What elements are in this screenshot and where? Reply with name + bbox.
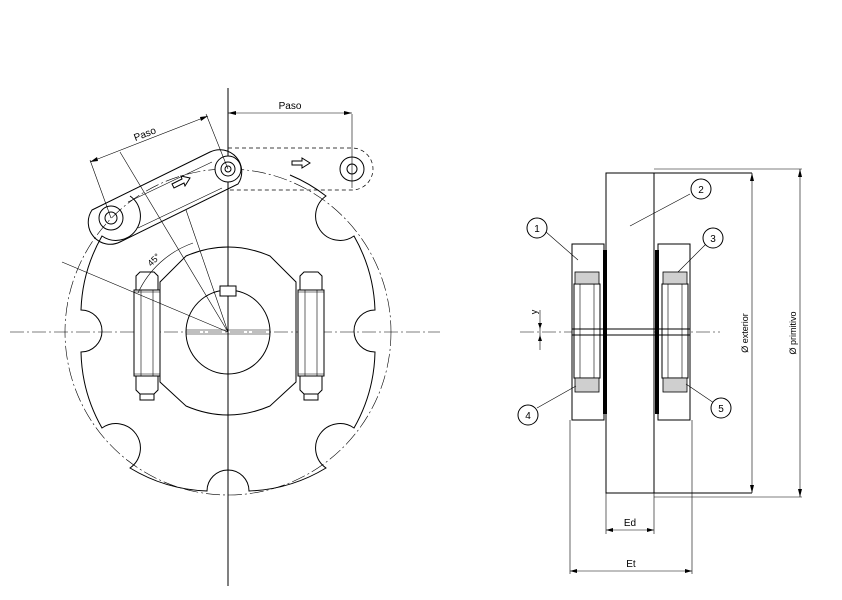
balloon-1: 1: [526, 217, 548, 239]
keyway: [219, 285, 237, 297]
svg-text:3: 3: [710, 234, 716, 245]
diam-primitivo-dimension: Ø primitivo: [654, 168, 802, 498]
balloon-5: 5: [710, 397, 732, 419]
sprocket-disc: [605, 172, 655, 494]
paso-top-label: Paso: [279, 101, 302, 112]
chain-link-top: [228, 147, 374, 191]
side-bolt-left: [573, 271, 601, 393]
arrow-direction-icon: [171, 175, 191, 189]
svg-text:5: 5: [718, 404, 724, 415]
pitch-circle: [64, 168, 392, 496]
y-dimension: y: [529, 309, 542, 350]
svg-text:4: 4: [525, 411, 531, 422]
side-bolt-right: [661, 271, 689, 393]
balloon-2: 2: [690, 178, 712, 200]
diam-primitivo-label: Ø primitivo: [788, 311, 798, 354]
balloon-4: 4: [517, 404, 539, 426]
arrow-direction-icon: [291, 157, 311, 169]
sprocket-outline: [80, 174, 376, 492]
balloon-3: 3: [702, 227, 724, 249]
svg-text:2: 2: [698, 185, 704, 196]
right-bolt: [297, 271, 325, 401]
ed-label: Ed: [624, 518, 636, 529]
front-view: Paso Paso 45°: [10, 88, 440, 586]
side-view: y Ø exterior Ø primitivo Ed: [517, 168, 802, 574]
paso-side-dimension: Paso: [89, 113, 229, 219]
ed-dimension: Ed: [605, 493, 655, 534]
y-label: y: [529, 309, 539, 314]
chain-link-tilted: [87, 149, 243, 245]
diam-exterior-label: Ø exterior: [740, 313, 750, 353]
diam-exterior-dimension: Ø exterior: [740, 173, 754, 493]
left-bolt: [133, 271, 161, 401]
paso-side-label: Paso: [132, 125, 158, 144]
svg-text:1: 1: [534, 224, 540, 235]
hub-outline: [159, 246, 297, 416]
angle-label: 45°: [146, 251, 163, 268]
et-label: Et: [626, 559, 636, 570]
et-dimension: Et: [569, 420, 693, 574]
paso-top-dimension: Paso: [228, 101, 353, 150]
